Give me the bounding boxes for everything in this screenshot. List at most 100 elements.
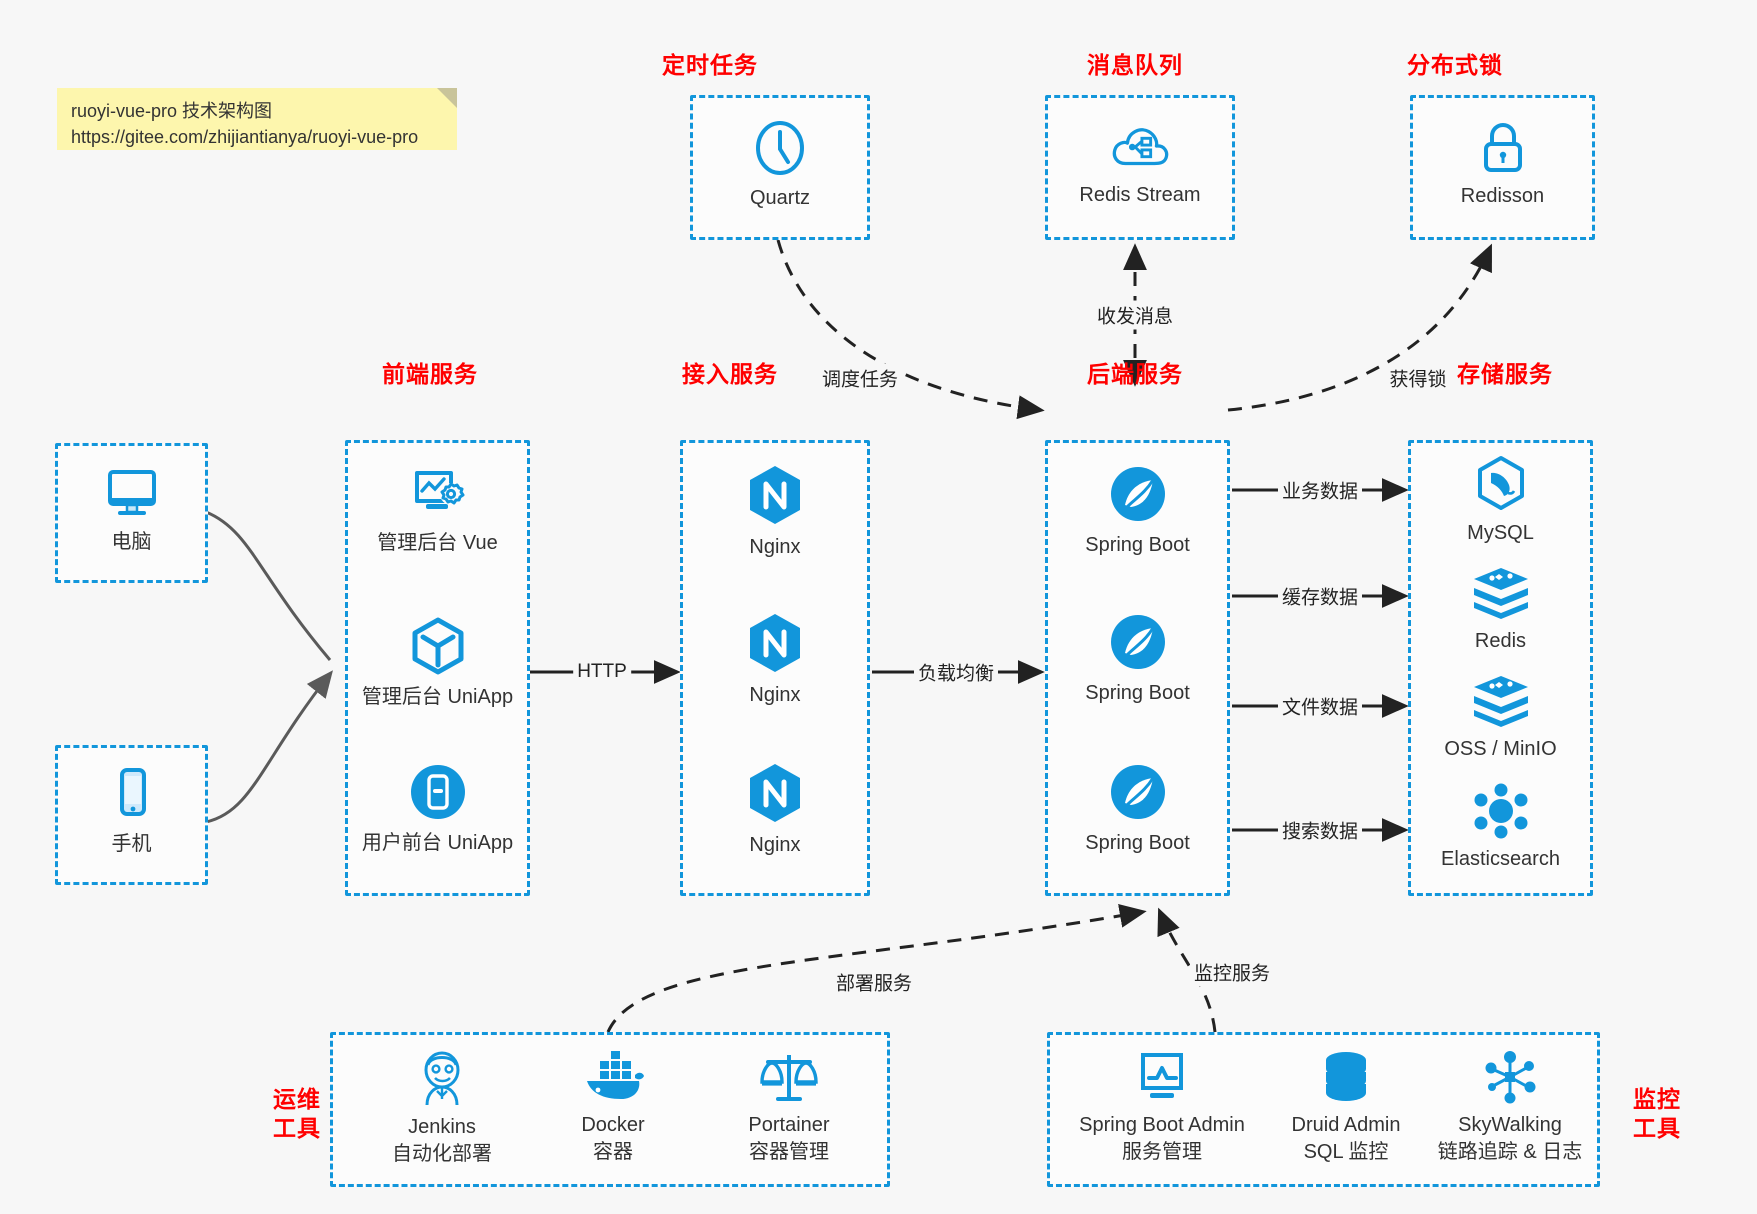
- spring-leaf-icon: [1107, 611, 1169, 673]
- group-title-backend: 后端服务: [1087, 361, 1183, 387]
- group-message-queue: Redis Stream: [1045, 95, 1235, 240]
- edge-label-cache: 缓存数据: [1277, 581, 1363, 611]
- node-label: Spring Boot: [1085, 832, 1190, 854]
- edge-label-http: HTTP: [573, 660, 631, 684]
- elasticsearch-icon: [1471, 783, 1531, 839]
- group-monitor-tools: Spring Boot Admin 服务管理 Druid Admin SQL 监…: [1047, 1032, 1600, 1187]
- group-gateway: Nginx Nginx Nginx: [680, 440, 870, 896]
- nginx-icon: [745, 761, 805, 825]
- node-spring-boot-1[interactable]: Spring Boot: [1048, 463, 1227, 558]
- node-label: Docker: [581, 1114, 645, 1136]
- node-redis[interactable]: Redis: [1411, 565, 1590, 654]
- node-label: 手机: [111, 833, 152, 855]
- node-label: Portainer: [748, 1114, 830, 1136]
- group-client-desktop: 电脑: [55, 443, 208, 583]
- group-backend: Spring Boot Spring Boot Spring Boot: [1045, 440, 1230, 896]
- node-mysql[interactable]: MySQL: [1411, 455, 1590, 546]
- group-title-ops-tools: 运维 工具: [258, 1085, 336, 1143]
- node-spring-boot-3[interactable]: Spring Boot: [1048, 761, 1227, 856]
- node-label: SkyWalking: [1458, 1114, 1562, 1136]
- edge-mobile-to-frontend: [205, 670, 333, 824]
- node-skywalking[interactable]: SkyWalking 链路追踪 & 日志: [1420, 1049, 1600, 1166]
- node-label: Spring Boot Admin: [1079, 1114, 1245, 1136]
- database-cylinder-icon: [1317, 1049, 1375, 1105]
- spring-leaf-icon: [1107, 463, 1169, 525]
- group-title-scheduled-task: 定时任务: [662, 52, 758, 78]
- group-title-gateway: 接入服务: [682, 361, 778, 387]
- edge-label-search: 搜索数据: [1277, 815, 1363, 845]
- node-sublabel: 自动化部署: [392, 1143, 492, 1165]
- edge-label-get-lock: 获得锁: [1385, 363, 1451, 393]
- clock-icon: [750, 118, 810, 178]
- node-label: Nginx: [749, 536, 801, 558]
- redis-stack-icon: [1470, 673, 1532, 729]
- node-sublabel: 容器管理: [749, 1141, 829, 1163]
- node-oss-minio[interactable]: OSS / MinIO: [1411, 673, 1590, 762]
- network-nodes-icon: [1480, 1049, 1540, 1105]
- node-label: Redis Stream: [1079, 184, 1201, 206]
- desktop-monitor-icon: [101, 464, 163, 522]
- node-jenkins[interactable]: Jenkins 自动化部署: [357, 1049, 527, 1168]
- dashboard-gear-icon: [407, 465, 469, 523]
- node-redisson[interactable]: Redisson: [1413, 118, 1592, 209]
- node-spring-boot-admin[interactable]: Spring Boot Admin 服务管理: [1062, 1049, 1262, 1166]
- node-user-uniapp[interactable]: 用户前台 UniApp: [348, 761, 527, 856]
- edge-label-message: 收发消息: [1092, 300, 1178, 330]
- node-label: 管理后台 Vue: [377, 532, 498, 554]
- node-quartz[interactable]: Quartz: [693, 118, 867, 211]
- group-storage: MySQL Redis: [1408, 440, 1593, 896]
- node-label: MySQL: [1467, 522, 1534, 544]
- node-label: Jenkins: [408, 1116, 476, 1138]
- note-line-url: https://gitee.com/zhijiantianya/ruoyi-vu…: [71, 127, 419, 147]
- node-label: Druid Admin: [1291, 1114, 1401, 1136]
- node-sublabel: 链路追踪 & 日志: [1437, 1141, 1583, 1163]
- node-portainer[interactable]: Portainer 容器管理: [701, 1049, 877, 1166]
- node-docker[interactable]: Docker 容器: [525, 1049, 701, 1166]
- node-label: Spring Boot: [1085, 682, 1190, 704]
- architecture-note: ruoyi-vue-pro 技术架构图 https://gitee.com/zh…: [57, 88, 457, 150]
- group-client-mobile: 手机: [55, 745, 208, 885]
- monitor-chart-icon: [1131, 1049, 1193, 1105]
- node-mobile[interactable]: 手机: [58, 764, 205, 857]
- node-druid-admin[interactable]: Druid Admin SQL 监控: [1256, 1049, 1436, 1166]
- node-redis-stream[interactable]: Redis Stream: [1048, 120, 1232, 208]
- group-distributed-lock: Redisson: [1410, 95, 1595, 240]
- group-title-monitor-tools: 监控 工具: [1618, 1085, 1696, 1143]
- group-title-message-queue: 消息队列: [1087, 52, 1183, 78]
- node-desktop[interactable]: 电脑: [58, 464, 205, 555]
- node-label: Nginx: [749, 684, 801, 706]
- group-frontend: 管理后台 Vue 管理后台 UniApp 用户前台 UniApp: [345, 440, 530, 896]
- mysql-dolphin-icon: [1472, 455, 1530, 513]
- edge-label-schedule: 调度任务: [817, 363, 903, 393]
- node-nginx-2[interactable]: Nginx: [683, 611, 867, 708]
- node-spring-boot-2[interactable]: Spring Boot: [1048, 611, 1227, 706]
- node-admin-vue[interactable]: 管理后台 Vue: [348, 465, 527, 556]
- node-label: 用户前台 UniApp: [361, 832, 514, 854]
- node-sublabel: SQL 监控: [1303, 1141, 1389, 1163]
- node-sublabel: 服务管理: [1122, 1141, 1202, 1163]
- group-title-frontend: 前端服务: [382, 361, 478, 387]
- node-nginx-1[interactable]: Nginx: [683, 463, 867, 560]
- edge-label-deploy: 部署服务: [831, 967, 917, 997]
- note-line-title: ruoyi-vue-pro 技术架构图: [71, 101, 273, 121]
- group-title-storage: 存储服务: [1457, 361, 1553, 387]
- scales-balance-icon: [758, 1049, 820, 1105]
- node-label: Quartz: [749, 187, 811, 209]
- group-scheduled-task: Quartz: [690, 95, 870, 240]
- redis-stack-icon: [1470, 565, 1532, 621]
- node-elasticsearch[interactable]: Elasticsearch: [1411, 783, 1590, 872]
- node-label: OSS / MinIO: [1444, 738, 1557, 760]
- node-sublabel: 容器: [593, 1141, 633, 1163]
- docker-whale-icon: [581, 1049, 645, 1105]
- node-label: Redisson: [1460, 185, 1545, 207]
- edge-label-file: 文件数据: [1277, 691, 1363, 721]
- node-nginx-3[interactable]: Nginx: [683, 761, 867, 858]
- node-label: 电脑: [111, 531, 152, 553]
- edge-label-monitor: 监控服务: [1189, 957, 1275, 987]
- edge-desktop-to-frontend: [205, 510, 332, 661]
- node-label: 管理后台 UniApp: [361, 686, 514, 708]
- monitor-title-line1: 监控: [1633, 1086, 1681, 1112]
- jenkins-butler-icon: [411, 1049, 473, 1107]
- group-ops-tools: Jenkins 自动化部署 Docker 容器: [330, 1032, 890, 1187]
- node-admin-uniapp[interactable]: 管理后台 UniApp: [348, 615, 527, 710]
